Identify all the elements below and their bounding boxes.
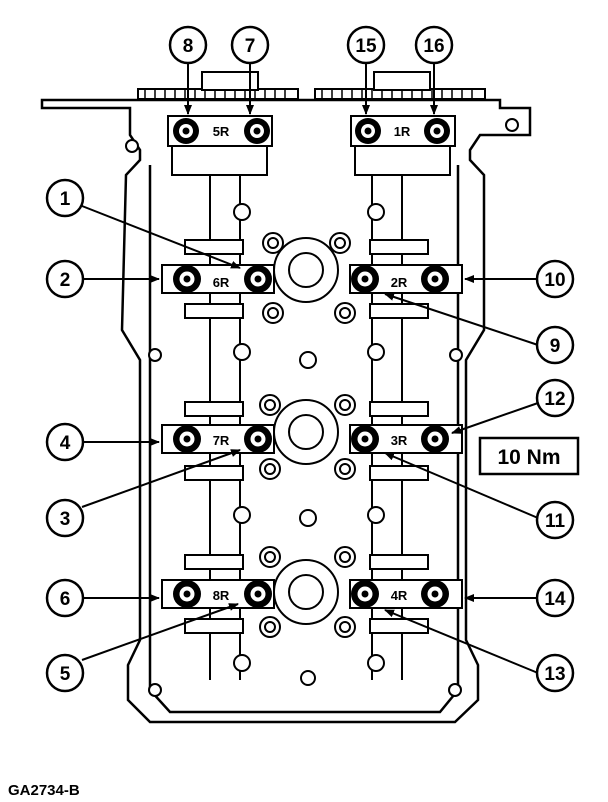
bearing-cap-8R: 8R bbox=[161, 579, 275, 609]
cap-label-4R: 4R bbox=[391, 588, 408, 603]
cap-label-5R: 5R bbox=[213, 124, 230, 139]
callout-11: 11 bbox=[535, 500, 575, 540]
callout-label: 4 bbox=[60, 433, 71, 454]
callout-16: 16 bbox=[414, 25, 454, 65]
cap-label-7R: 7R bbox=[213, 433, 230, 448]
callout-label: 10 bbox=[544, 270, 565, 291]
bearing-cap-1R: 1R bbox=[350, 115, 456, 147]
bearing-cap-7R: 7R bbox=[161, 424, 275, 454]
callout-13: 13 bbox=[535, 653, 575, 693]
cap-label-3R: 3R bbox=[391, 433, 408, 448]
callout-label: 15 bbox=[355, 36, 377, 57]
torque-spec-label: 10 Nm bbox=[497, 446, 560, 469]
torque-spec-box: 10 Nm bbox=[478, 436, 580, 476]
callout-label: 6 bbox=[60, 589, 71, 610]
camshaft-sprockets bbox=[137, 71, 486, 100]
figure-reference-id: GA2734-B bbox=[8, 782, 80, 799]
callout-label: 13 bbox=[544, 664, 565, 685]
callout-10: 10 bbox=[535, 259, 575, 299]
bearing-cap-5R: 5R bbox=[167, 115, 273, 147]
sprocket-teeth bbox=[144, 89, 473, 99]
callout-3: 3 bbox=[45, 498, 85, 538]
bearing-cap-3R: 3R bbox=[349, 424, 463, 454]
head-mounting-holes bbox=[125, 118, 519, 697]
top-cap-bodies bbox=[171, 144, 451, 176]
cap-label-2R: 2R bbox=[391, 275, 408, 290]
callout-4: 4 bbox=[45, 422, 85, 462]
callout-12: 12 bbox=[535, 378, 575, 418]
callout-label: 12 bbox=[544, 389, 565, 410]
callout-2: 2 bbox=[45, 259, 85, 299]
callout-6: 6 bbox=[45, 578, 85, 618]
callout-label: 2 bbox=[60, 270, 71, 291]
callout-7: 7 bbox=[230, 25, 270, 65]
cap-label-6R: 6R bbox=[213, 275, 230, 290]
cap-label-8R: 8R bbox=[213, 588, 230, 603]
leader-lines bbox=[81, 62, 539, 674]
callout-8: 8 bbox=[168, 25, 208, 65]
callout-5: 5 bbox=[45, 653, 85, 693]
callout-label: 3 bbox=[60, 509, 71, 530]
callout-label: 11 bbox=[545, 511, 566, 532]
bearing-cap-4R: 4R bbox=[349, 579, 463, 609]
callout-label: 9 bbox=[550, 336, 561, 357]
callout-label: 5 bbox=[60, 664, 71, 685]
callout-label: 7 bbox=[245, 36, 256, 57]
callout-15: 15 bbox=[346, 25, 386, 65]
valve-spring-retainers bbox=[233, 203, 385, 686]
callout-label: 8 bbox=[183, 36, 194, 57]
callout-9: 9 bbox=[535, 325, 575, 365]
callout-label: 14 bbox=[544, 589, 566, 610]
cap-label-1R: 1R bbox=[394, 124, 411, 139]
bearing-cap-6R: 6R bbox=[161, 264, 275, 294]
spark-plug-wells bbox=[273, 237, 339, 625]
bearing-cap-2R: 2R bbox=[349, 264, 463, 294]
callout-14: 14 bbox=[535, 578, 575, 618]
callout-1: 1 bbox=[45, 178, 85, 218]
callout-label: 1 bbox=[60, 189, 71, 210]
callout-label: 16 bbox=[423, 36, 444, 57]
